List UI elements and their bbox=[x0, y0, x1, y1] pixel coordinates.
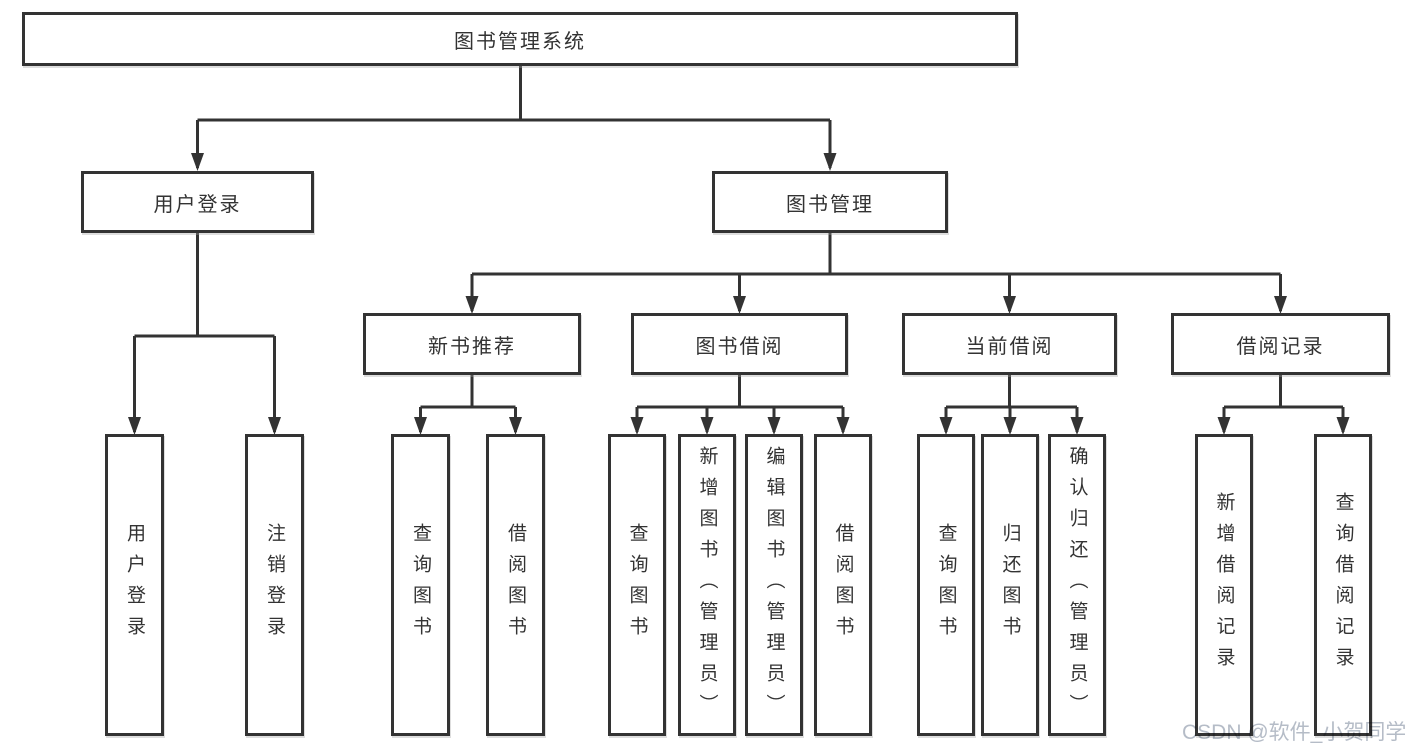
node-new-book-recommend: 新书推荐 bbox=[363, 313, 581, 375]
arrowhead bbox=[836, 417, 850, 435]
node-book-management-branch: 图书管理 bbox=[712, 171, 948, 233]
arrowhead bbox=[414, 417, 427, 435]
node-label: 用户登录 bbox=[153, 193, 242, 216]
edge-newbook-to-leaves bbox=[419, 375, 517, 432]
arrowhead bbox=[1003, 417, 1017, 435]
leaf-query-books-current: 查询图书 bbox=[917, 434, 975, 736]
node-book-management-system: 图书管理系统 bbox=[22, 12, 1018, 66]
node-label: 查询图书 bbox=[935, 523, 957, 647]
arrowhead bbox=[509, 417, 522, 435]
node-user-login-branch: 用户登录 bbox=[81, 171, 314, 233]
node-label: 查询图书 bbox=[410, 523, 431, 647]
node-label: 确认归还（管理员） bbox=[1066, 445, 1088, 725]
node-label: 借阅图书 bbox=[505, 523, 526, 647]
node-label: 编辑图书（管理员） bbox=[763, 445, 785, 725]
node-label: 图书借阅 bbox=[695, 335, 784, 358]
node-label: 新增借阅记录 bbox=[1213, 492, 1235, 678]
arrowhead bbox=[1217, 417, 1231, 435]
arrowhead bbox=[1336, 417, 1350, 435]
arrowhead bbox=[1003, 296, 1016, 314]
leaf-borrow-books-borrowing: 借阅图书 bbox=[814, 434, 872, 736]
arrowhead bbox=[191, 153, 204, 171]
arrowhead bbox=[1274, 296, 1287, 314]
edge-userlogin-to-leaves bbox=[133, 233, 276, 432]
arrowhead bbox=[630, 417, 644, 435]
node-book-borrowing: 图书借阅 bbox=[631, 313, 848, 375]
arrowheads bbox=[128, 153, 1350, 435]
leaf-query-books-borrowing: 查询图书 bbox=[608, 434, 666, 736]
node-label: 借阅图书 bbox=[832, 523, 854, 647]
arrowhead bbox=[128, 417, 141, 435]
edge-root-to-level2 bbox=[196, 66, 832, 168]
arrowhead bbox=[268, 417, 281, 435]
arrowhead bbox=[700, 417, 714, 435]
node-label: 借阅记录 bbox=[1236, 335, 1325, 358]
leaf-add-borrow-record: 新增借阅记录 bbox=[1195, 434, 1253, 736]
node-borrowing-records: 借阅记录 bbox=[1171, 313, 1390, 375]
node-label: 当前借阅 bbox=[965, 335, 1054, 358]
arrowhead bbox=[733, 296, 746, 314]
leaf-user-login: 用户登录 bbox=[105, 434, 164, 736]
node-label: 查询借阅记录 bbox=[1332, 492, 1354, 678]
node-label: 新增图书（管理员） bbox=[696, 445, 718, 725]
node-label: 新书推荐 bbox=[428, 335, 516, 358]
node-label: 用户登录 bbox=[124, 523, 145, 647]
leaf-return-book: 归还图书 bbox=[981, 434, 1039, 736]
csdn-watermark: CSDN @软件_小贺同学 bbox=[1182, 721, 1405, 744]
arrowhead bbox=[1070, 417, 1084, 435]
edge-bookmgmt-to-level3 bbox=[470, 233, 1282, 311]
edge-borrow-to-leaves bbox=[635, 375, 845, 432]
arrowhead bbox=[767, 417, 781, 435]
leaf-query-books-recommend: 查询图书 bbox=[391, 434, 450, 736]
leaf-edit-book-admin: 编辑图书（管理员） bbox=[745, 434, 803, 736]
tree-edges bbox=[133, 66, 1345, 432]
node-label: 归还图书 bbox=[999, 523, 1021, 647]
node-label: 图书管理系统 bbox=[454, 30, 586, 53]
leaf-logout: 注销登录 bbox=[245, 434, 304, 736]
node-label: 注销登录 bbox=[264, 523, 285, 647]
edge-records-to-leaves bbox=[1222, 375, 1345, 432]
node-label: 查询图书 bbox=[626, 523, 648, 647]
leaf-confirm-return-admin: 确认归还（管理员） bbox=[1048, 434, 1106, 736]
leaf-borrow-books-recommend: 借阅图书 bbox=[486, 434, 545, 736]
arrowhead bbox=[823, 153, 837, 171]
arrowhead bbox=[465, 296, 479, 314]
node-current-borrowing: 当前借阅 bbox=[902, 313, 1117, 375]
node-label: 图书管理 bbox=[786, 193, 874, 216]
leaf-add-book-admin: 新增图书（管理员） bbox=[678, 434, 736, 736]
arrowhead bbox=[939, 417, 953, 435]
leaf-query-borrow-record: 查询借阅记录 bbox=[1314, 434, 1372, 736]
